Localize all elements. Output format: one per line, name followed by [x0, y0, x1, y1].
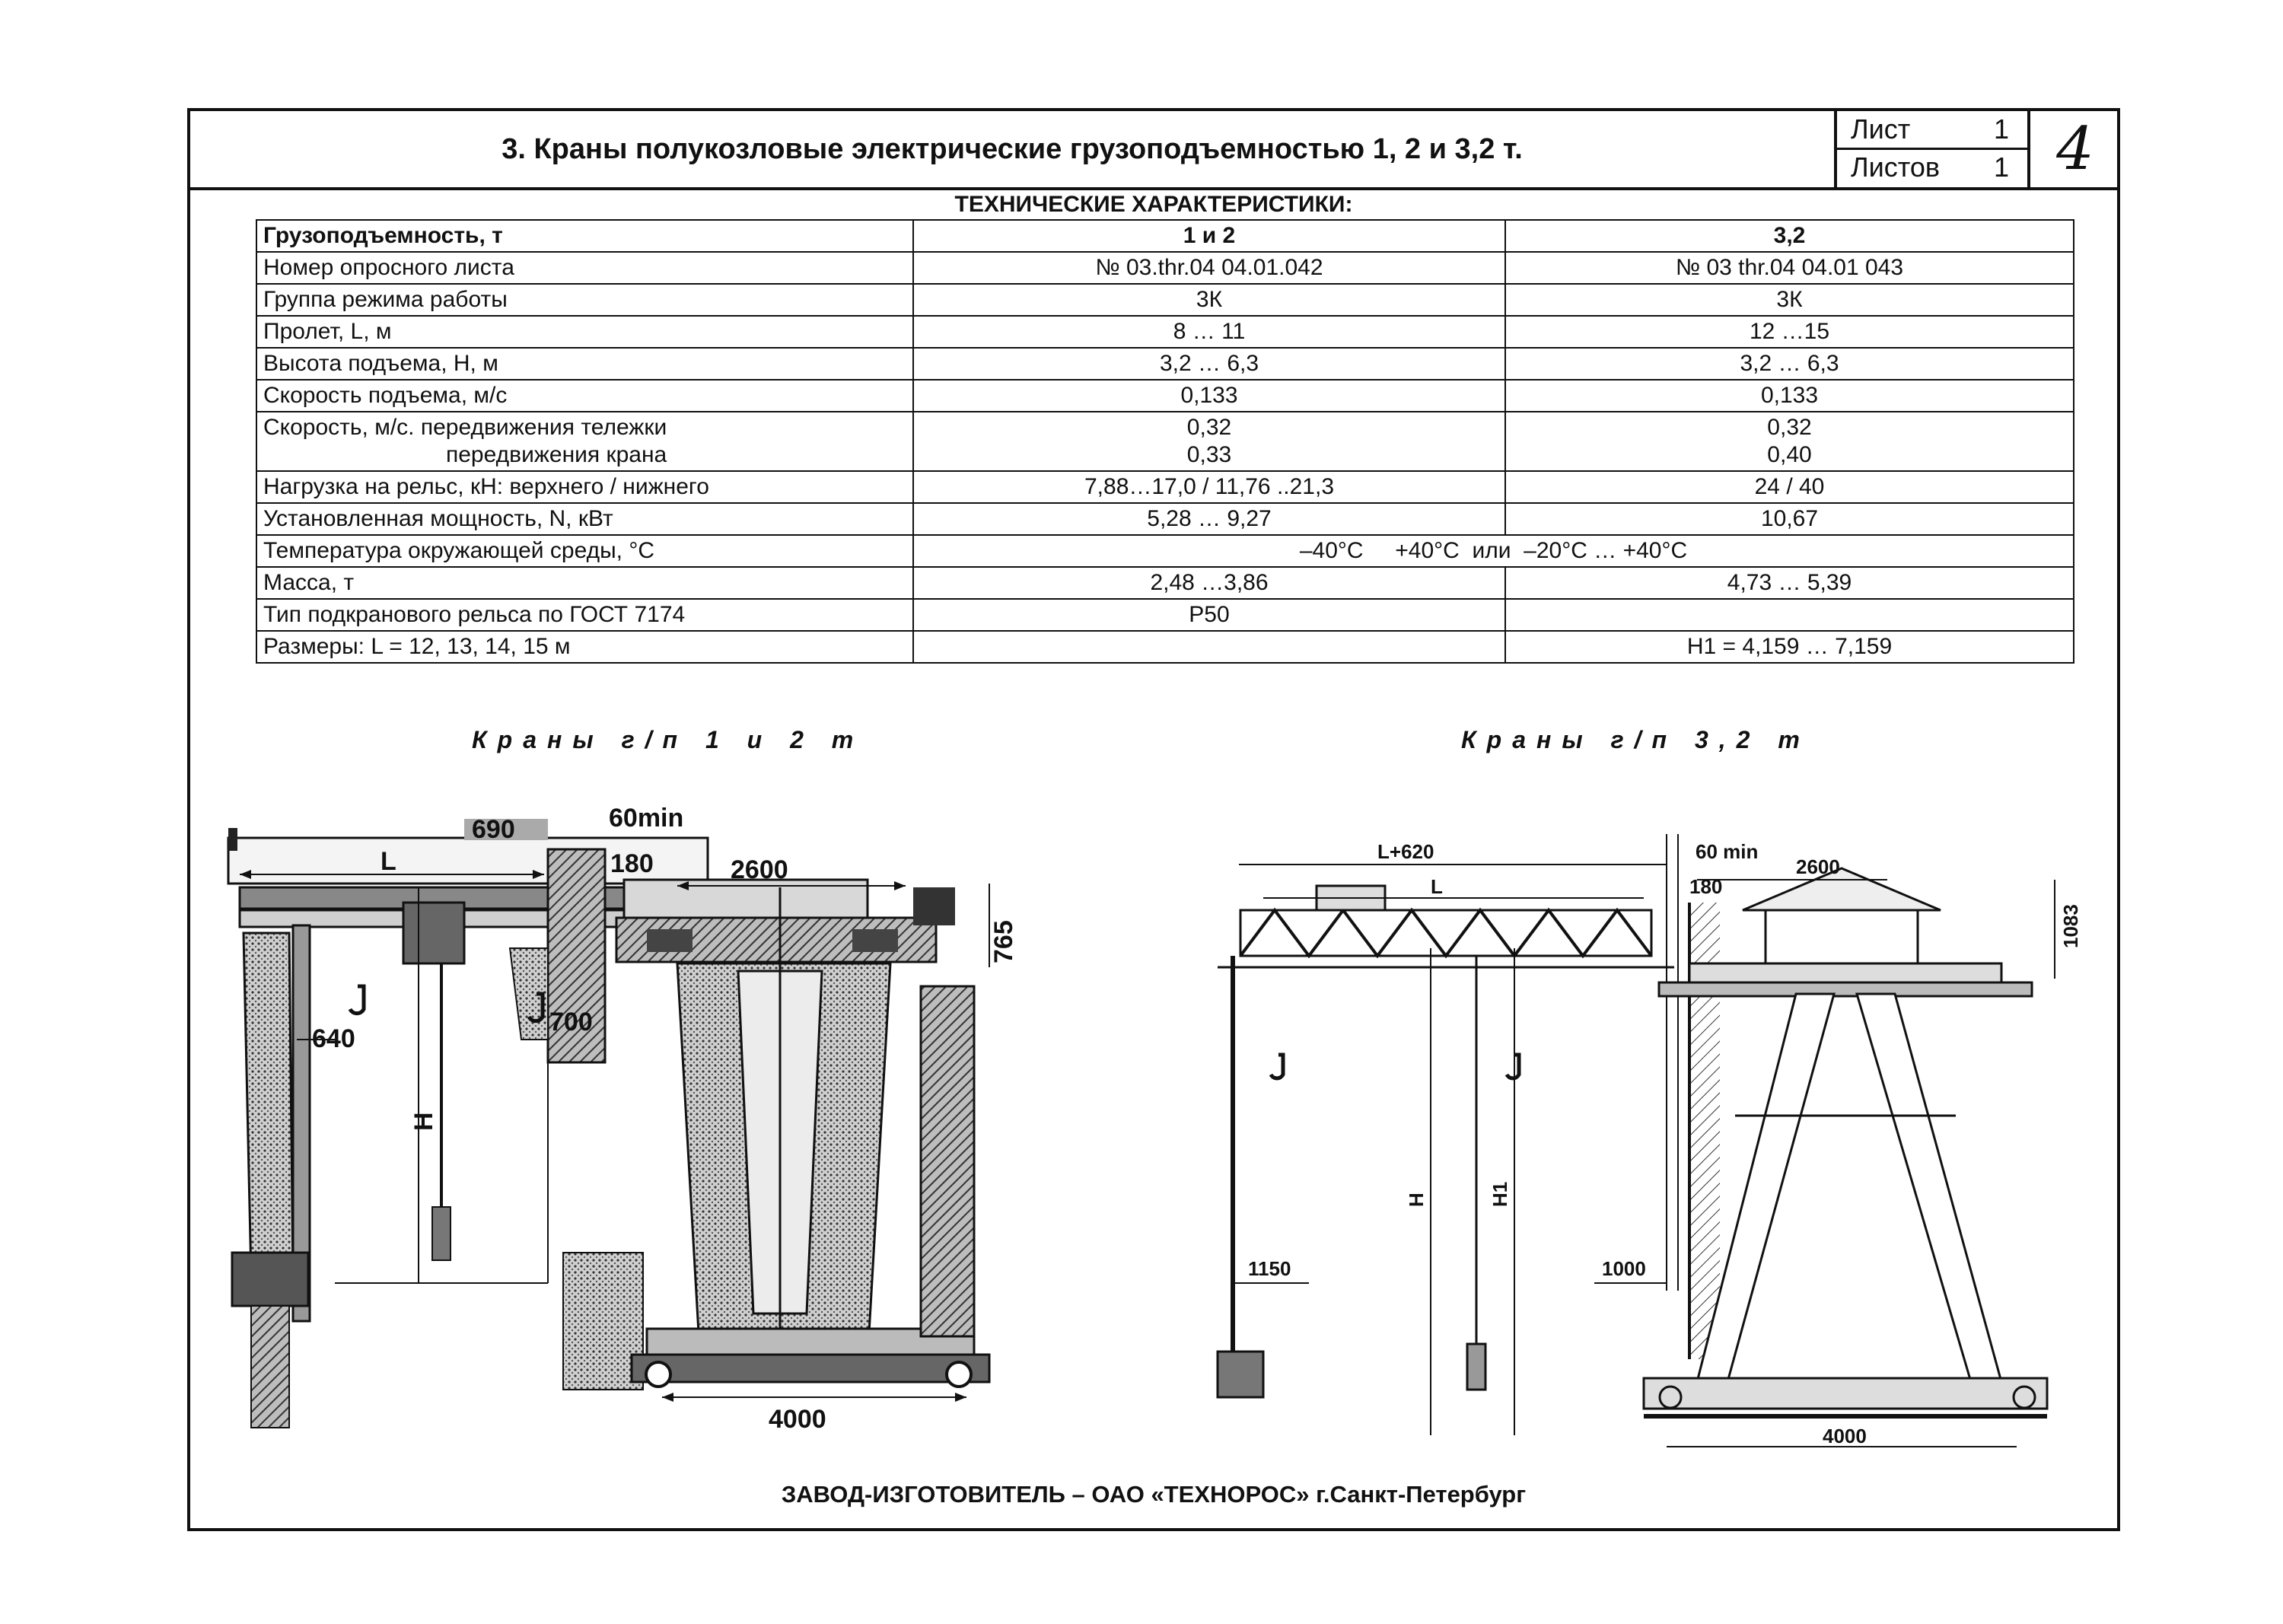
sheets-value: 1 [1993, 151, 2009, 183]
dim-700: 700 [549, 1008, 593, 1036]
dim-2600: 2600 [731, 855, 788, 884]
table-cell: Скорость, м/с. передвижения тележки пере… [256, 411, 914, 472]
dim-1083: 1083 [2059, 904, 2082, 948]
table-cell: Пролет, L, м [256, 315, 914, 349]
table-cell: 8 … 11 [912, 315, 1506, 349]
sheet-info: Лист 1 Листов 1 [1834, 111, 2027, 187]
table-cell: 7,88…17,0 / 11,76 ..21,3 [912, 470, 1506, 504]
page-number: 4 [2027, 111, 2120, 187]
manufacturer-note: ЗАВОД-ИЗГОТОВИТЕЛЬ – ОАО «ТЕХНОРОС» г.Са… [781, 1481, 1527, 1508]
caption-right: Краны г/п 3,2 т [1461, 726, 1810, 753]
spec-table: Грузоподъемность, т 1 и 2 3,2 Номер опро… [256, 219, 2074, 664]
dim-180: 180 [1689, 875, 1722, 898]
dim-1150: 1150 [1248, 1257, 1291, 1280]
table-cell: 3К [912, 283, 1506, 317]
table-cell [1504, 598, 2074, 632]
table-row: Высота подъема, Н, м 3,2 … 6,3 3,2 … 6,3 [256, 347, 2074, 381]
table-cell: № 03.thr.04 04.01.042 [912, 251, 1506, 285]
dim-765: 765 [989, 920, 1018, 963]
table-cell: 0,133 [912, 379, 1506, 412]
table-row: Номер опросного листа № 03.thr.04 04.01.… [256, 251, 2074, 285]
speed-trolley-label: Скорость, м/с. передвижения тележки [263, 415, 667, 440]
header-cell: 3,2 [1504, 219, 2074, 253]
table-header-row: Грузоподъемность, т 1 и 2 3,2 [256, 219, 2074, 253]
table-row: Скорость подъема, м/с 0,133 0,133 [256, 379, 2074, 412]
dim-640: 640 [312, 1024, 355, 1053]
end-view [562, 878, 991, 1402]
table-row: Нагрузка на рельс, кН: верхнего / нижнег… [256, 470, 2074, 504]
table-cell: Тип подкранового рельса по ГОСТ 7174 [256, 598, 914, 632]
caption-left: Краны г/п 1 и 2 т [472, 726, 864, 753]
table-cell: Масса, т [256, 566, 914, 600]
header-cell: 1 и 2 [912, 219, 1506, 253]
document-title: 3. Краны полукозловые электрические груз… [501, 132, 1523, 165]
table-cell: 0,32 0,33 [912, 411, 1506, 472]
table-row: Тип подкранового рельса по ГОСТ 7174 Р50 [256, 598, 2074, 632]
table-row: Масса, т 2,48 …3,86 4,73 … 5,39 [256, 566, 2074, 600]
dim-4000: 4000 [1823, 1425, 1867, 1447]
table-cell: 3,2 … 6,3 [912, 347, 1506, 381]
title-block: 3. Краны полукозловые электрические груз… [190, 111, 2117, 190]
table-row: Пролет, L, м 8 … 11 12 …15 [256, 315, 2074, 349]
table-cell: Нагрузка на рельс, кН: верхнего / нижнег… [256, 470, 914, 504]
table-cell: Группа режима работы [256, 283, 914, 317]
table-row: Скорость, м/с. передвижения тележки пере… [256, 411, 2074, 472]
sheets-label: Листов [1851, 151, 1940, 183]
sheet-value: 1 [1993, 113, 2009, 145]
speed-crane-label: передвижения крана [446, 442, 667, 467]
table-cell: 3К [1504, 283, 2074, 317]
dim-60min: 60 min [1696, 840, 1758, 863]
crane-drawing-3-2t: L+620 60 min L 180 2600 1083 1150 H H1 1… [1216, 834, 2082, 1447]
table-cell: Н1 = 4,159 … 7,159 [1504, 630, 2074, 664]
crane-drawing-1-2t: 690 60min L 180 2600 765 640 700 H 4000 [227, 804, 1018, 1434]
sheet-row: Лист 1 [1837, 111, 2027, 150]
table-cell: Температура окружающей среды, °С [256, 534, 914, 568]
dim-60min: 60min [609, 804, 683, 833]
table-cell: 12 …15 [1504, 315, 2074, 349]
dim-H1: H1 [1489, 1182, 1511, 1207]
table-cell: Размеры: L = 12, 13, 14, 15 м [256, 630, 914, 664]
table-cell: 24 / 40 [1504, 470, 2074, 504]
table-cell: Номер опросного листа [256, 251, 914, 285]
table-cell: 0,133 [1504, 379, 2074, 412]
table-cell: Скорость подъема, м/с [256, 379, 914, 412]
dim-L: L [380, 847, 396, 876]
drawing-frame: 3. Краны полукозловые электрические груз… [187, 108, 2120, 1531]
dim-690: 690 [472, 815, 515, 844]
table-cell: 4,73 … 5,39 [1504, 566, 2074, 600]
table-cell: 5,28 … 9,27 [912, 502, 1506, 536]
dim-4000: 4000 [769, 1405, 826, 1434]
dim-L620: L+620 [1377, 840, 1434, 863]
table-cell-merged: –40°С +40°С или –20°С … +40°С [912, 534, 2074, 568]
table-row: Установленная мощность, N, кВт 5,28 … 9,… [256, 502, 2074, 536]
table-cell: 10,67 [1504, 502, 2074, 536]
end-view [1642, 867, 2055, 1447]
table-cell [912, 630, 1506, 664]
table-cell: № 03 thr.04 04.01 043 [1504, 251, 2074, 285]
header-cell: Грузоподъемность, т [256, 219, 914, 253]
sheets-row: Листов 1 [1837, 149, 2027, 186]
table-cell: Высота подъема, Н, м [256, 347, 914, 381]
speed-crane-value: 0,33 [1186, 442, 1232, 467]
dim-H: H [1405, 1193, 1428, 1207]
sheet-label: Лист [1851, 113, 1911, 145]
table-row: Размеры: L = 12, 13, 14, 15 м Н1 = 4,159… [256, 630, 2074, 664]
table-cell: 3,2 … 6,3 [1504, 347, 2074, 381]
dim-H: H [409, 1112, 438, 1131]
speed-trolley-value: 0,32 [1767, 415, 1812, 440]
speed-trolley-value: 0,32 [1186, 415, 1232, 440]
table-cell: Установленная мощность, N, кВт [256, 502, 914, 536]
dim-1000: 1000 [1602, 1257, 1646, 1280]
side-view [1216, 834, 1720, 1435]
table-row: Группа режима работы 3К 3К [256, 283, 2074, 317]
table-cell: 0,32 0,40 [1504, 411, 2074, 472]
dim-2600: 2600 [1796, 855, 1840, 878]
table-cell: Р50 [912, 598, 1506, 632]
table-row: Температура окружающей среды, °С –40°С +… [256, 534, 2074, 568]
speed-crane-value: 0,40 [1767, 442, 1812, 467]
spec-title: ТЕХНИЧЕСКИЕ ХАРАКТЕРИСТИКИ: [954, 192, 1353, 217]
dim-180: 180 [610, 849, 654, 878]
dim-L: L [1431, 875, 1443, 898]
table-cell: 2,48 …3,86 [912, 566, 1506, 600]
